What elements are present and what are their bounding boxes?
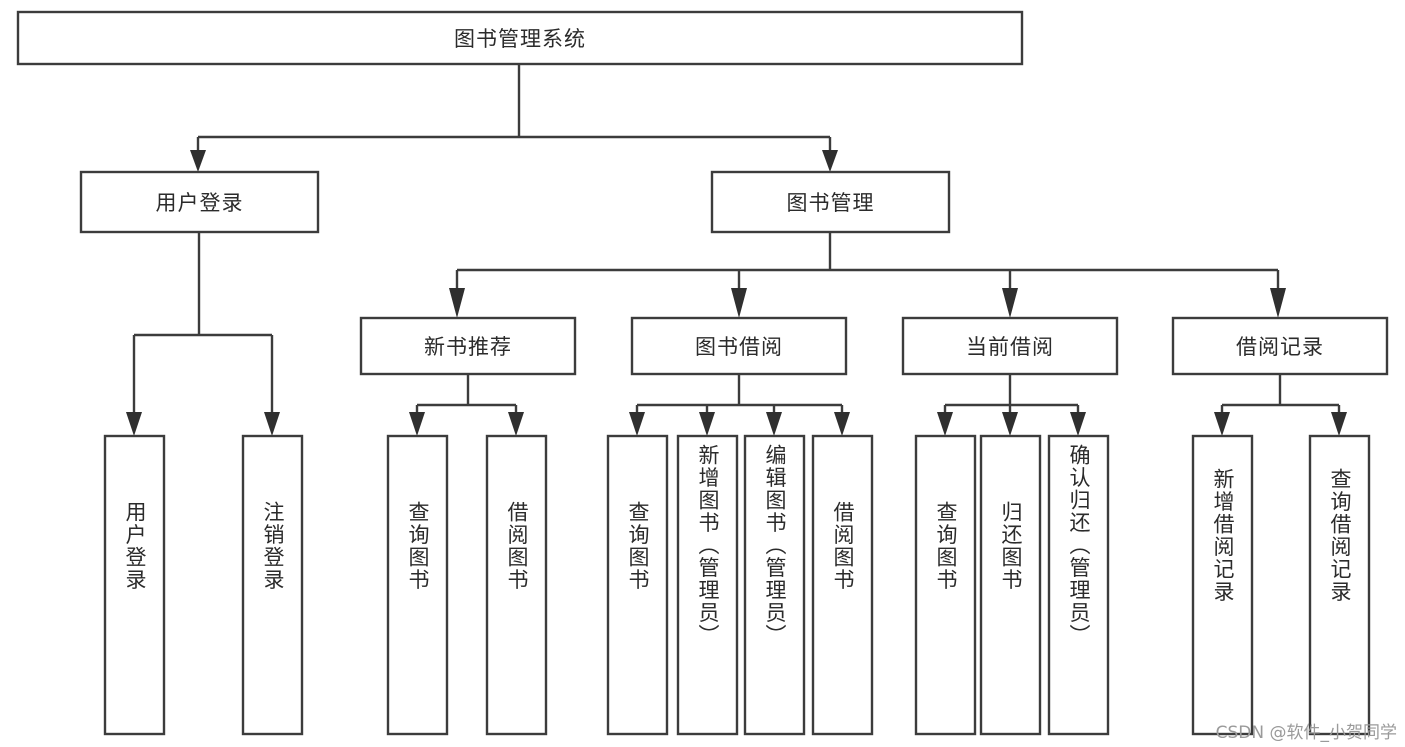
node-current-borrow[interactable] [901,316,1119,376]
node-leaf-borrow-book-nb[interactable] [485,434,548,736]
arrow-icon-leaf-logout [264,412,280,436]
node-book-borrow[interactable] [630,316,848,376]
node-leaf-query-book-bb[interactable] [606,434,669,736]
arrow-icon-leaf-query-record [1331,412,1347,436]
connector-borrow-record-to-leaves [1214,374,1347,436]
arrow-icon-leaf-query-book-bb [629,412,645,436]
node-leaf-edit-book[interactable] [743,434,806,736]
connector-root-to-level2 [190,64,838,172]
connector-book-manage-to-level3 [449,232,1286,318]
arrow-icon-leaf-query-book-nb [409,412,425,436]
node-leaf-query-record[interactable] [1308,434,1371,736]
arrow-icon-book-borrow [731,288,747,318]
node-leaf-add-record[interactable] [1191,434,1254,736]
arrow-icon-leaf-query-book-cb [937,412,953,436]
node-leaf-confirm-return[interactable] [1047,434,1110,736]
arrow-icon-leaf-return-book [1002,412,1018,436]
node-leaf-return-book[interactable] [979,434,1042,736]
arrow-icon-leaf-confirm-return [1070,412,1086,436]
arrow-icon-leaf-add-book [699,412,715,436]
connector-user-login-to-leaves [126,232,280,436]
node-user-login[interactable] [79,170,320,234]
node-leaf-query-book-nb[interactable] [386,434,449,736]
node-leaf-add-book[interactable] [676,434,739,736]
node-leaf-borrow-book-bb[interactable] [811,434,874,736]
arrow-icon-leaf-add-record [1214,412,1230,436]
node-leaf-logout[interactable] [241,434,304,736]
arrow-icon-user-login [190,150,206,172]
arrow-icon-new-book-recommend [449,288,465,318]
arrow-icon-borrow-record [1270,288,1286,318]
node-borrow-record[interactable] [1171,316,1389,376]
arrow-icon-leaf-user-login [126,412,142,436]
arrow-icon-leaf-borrow-book-bb [834,412,850,436]
arrow-icon-current-borrow [1002,288,1018,318]
node-book-manage[interactable] [710,170,951,234]
node-leaf-query-book-cb[interactable] [914,434,977,736]
node-leaf-user-login[interactable] [103,434,166,736]
arrow-icon-leaf-borrow-book-nb [508,412,524,436]
connector-book-borrow-to-leaves [629,374,850,436]
node-root-system[interactable] [16,10,1024,66]
arrow-icon-book-manage [822,150,838,172]
connector-current-borrow-to-leaves [937,374,1086,436]
arrow-icon-leaf-edit-book [766,412,782,436]
node-new-book-recommend[interactable] [359,316,577,376]
connector-new-book-to-leaves [409,374,524,436]
